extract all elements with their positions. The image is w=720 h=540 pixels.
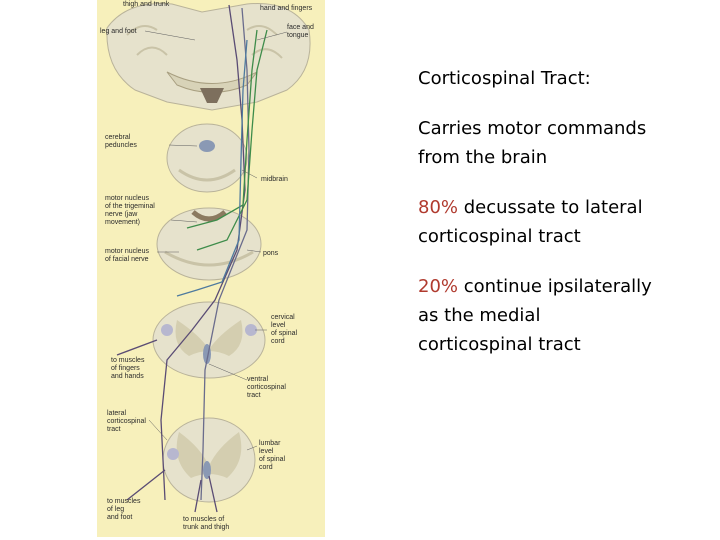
brain-section bbox=[107, 4, 310, 111]
label-muscles-fingers-hands: to muscles of fingers and hands bbox=[111, 357, 144, 381]
paragraph-20-percent: 20% continue ipsilaterally as the medial… bbox=[418, 272, 658, 359]
label-cervical-level: cervical level of spinal cord bbox=[271, 314, 297, 346]
label-lateral-corticospinal: lateral corticospinal tract bbox=[107, 410, 146, 434]
label-hand-fingers: hand and fingers bbox=[260, 5, 312, 13]
label-leg-foot: leg and foot bbox=[100, 28, 137, 36]
slide-heading: Corticospinal Tract: bbox=[418, 64, 658, 93]
corticospinal-diagram: thigh and trunk hand and fingers leg and… bbox=[97, 0, 325, 537]
label-midbrain: midbrain bbox=[261, 176, 288, 184]
paragraph-carries-motor: Carries motor commands from the brain bbox=[418, 114, 658, 172]
label-thigh-trunk: thigh and trunk bbox=[123, 1, 169, 9]
label-facial-nucleus: motor nucleus of facial nerve bbox=[105, 248, 149, 264]
label-trigeminal-nucleus: motor nucleus of the trigeminal nerve (j… bbox=[105, 195, 155, 227]
midbrain-section bbox=[167, 124, 247, 192]
percent-80: 80% bbox=[418, 197, 458, 218]
label-lumbar-level: lumbar level of spinal cord bbox=[259, 440, 285, 472]
paragraph-80-percent: 80% decussate to lateral corticospinal t… bbox=[418, 193, 658, 251]
label-muscles-leg-foot: to muscles of leg and foot bbox=[107, 498, 140, 522]
label-muscles-trunk-thigh: to muscles of trunk and thigh bbox=[183, 516, 229, 532]
label-ventral-corticospinal: ventral corticospinal tract bbox=[247, 376, 286, 400]
label-cerebral-peduncles: cerebral peduncles bbox=[105, 134, 137, 150]
pons-section bbox=[157, 208, 261, 280]
slide-text-column: Corticospinal Tract: Carries motor comma… bbox=[418, 64, 658, 380]
label-face-tongue: face and tongue bbox=[287, 24, 314, 40]
lumbar-cord-section bbox=[163, 418, 255, 502]
label-pons: pons bbox=[263, 250, 278, 258]
diagram-drawing bbox=[97, 0, 325, 537]
cervical-cord-section bbox=[153, 302, 265, 378]
percent-20: 20% bbox=[418, 276, 458, 297]
